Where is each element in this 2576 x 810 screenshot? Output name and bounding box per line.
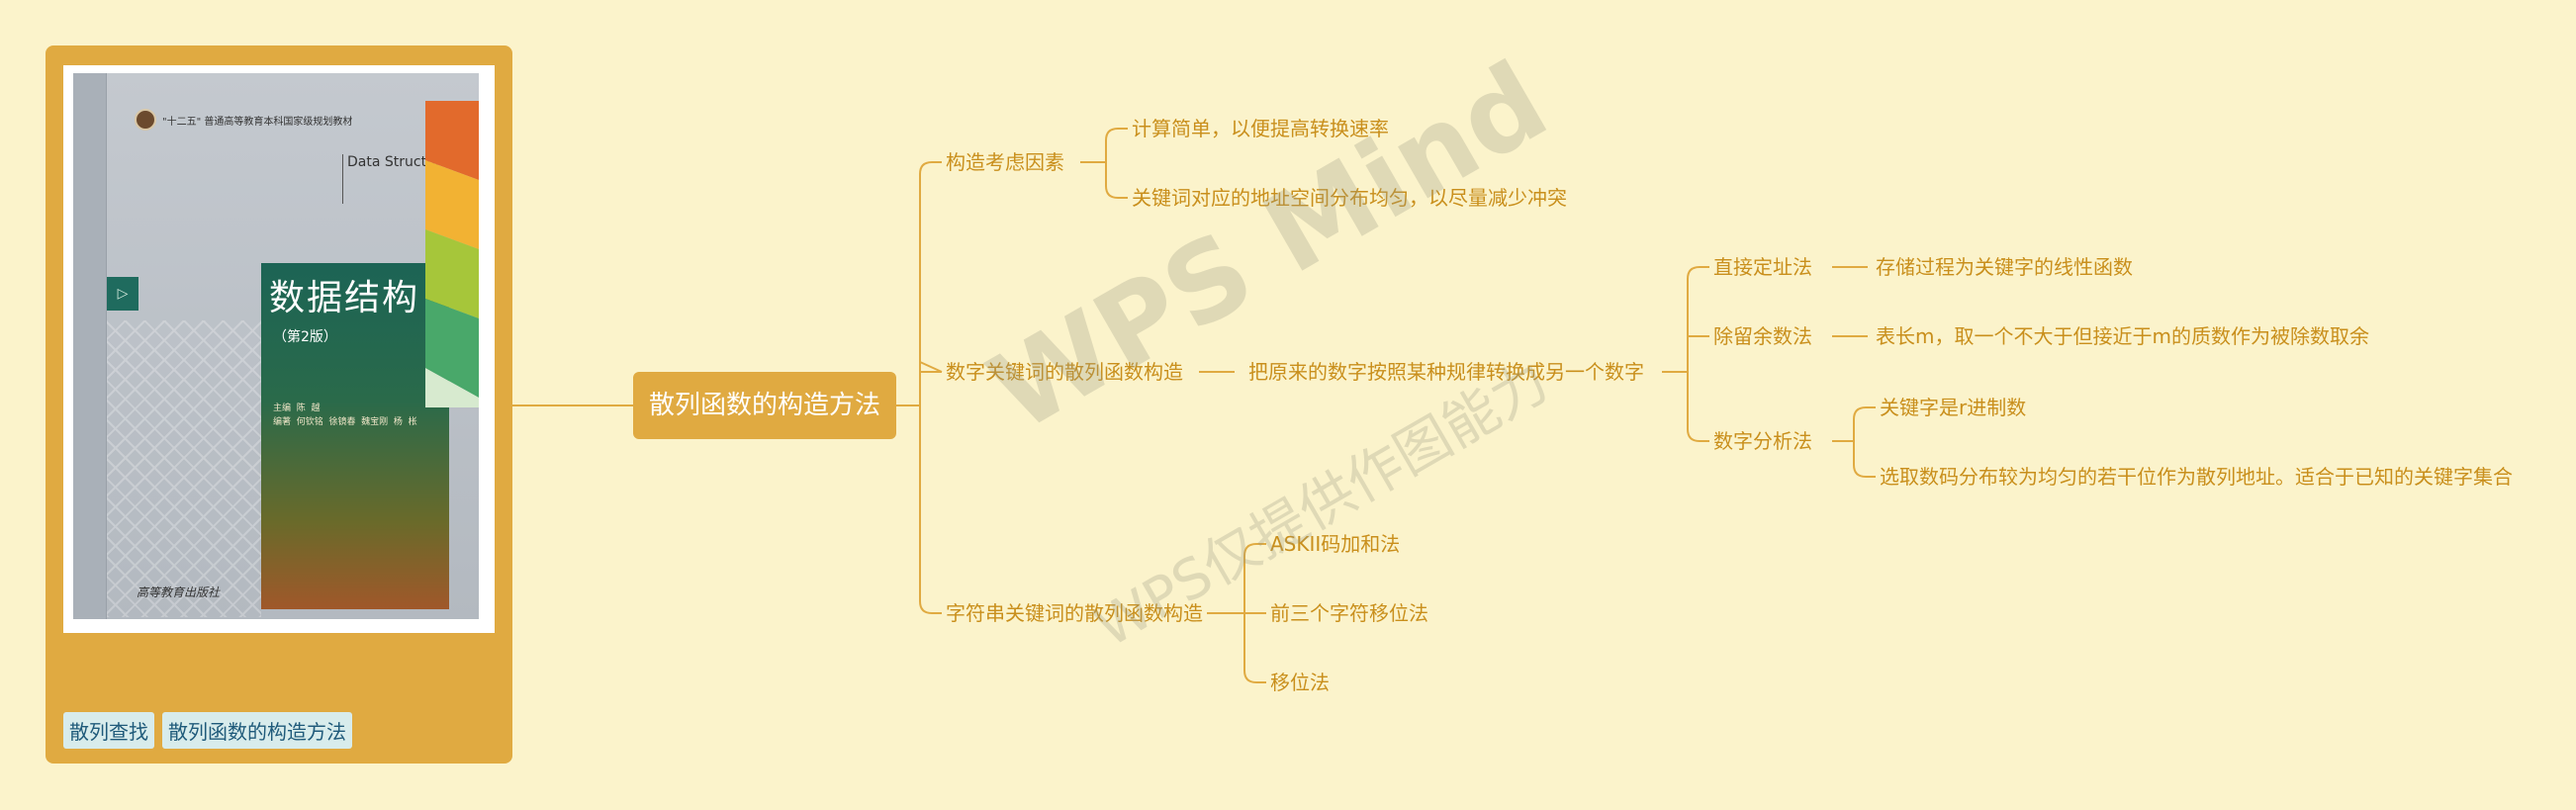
division-remainder-detail[interactable]: 表长m，取一个不大于但接近于m的质数作为被除数取余 bbox=[1876, 324, 2369, 348]
book-edition: （第2版） bbox=[273, 329, 337, 345]
method-division-remainder[interactable]: 除留余数法 bbox=[1713, 324, 1812, 348]
book-subtitle-en: Data Structure bbox=[342, 154, 449, 204]
spine-mark: ▷ bbox=[107, 277, 138, 311]
book-cover: ▷ "十二五" 普通高等教育本科国家级规划教材 Data Structure 数… bbox=[73, 73, 479, 619]
digit-analysis-selection[interactable]: 选取数码分布较为均匀的若干位作为散列地址。适合于已知的关键字集合 bbox=[1880, 465, 2513, 489]
factor-uniform-distribution[interactable]: 关键词对应的地址空间分布均匀，以尽量减少冲突 bbox=[1132, 186, 1567, 210]
string-method-shift[interactable]: 移位法 bbox=[1270, 671, 1330, 694]
book-spine bbox=[73, 73, 107, 619]
cover-color-stripe bbox=[425, 101, 479, 407]
factor-simple-computation[interactable]: 计算简单，以便提高转换速率 bbox=[1132, 117, 1389, 140]
book-series: "十二五" 普通高等教育本科国家级规划教材 bbox=[162, 117, 353, 128]
tag-hash-search[interactable]: 散列查找 bbox=[63, 712, 154, 749]
string-method-ascii-sum[interactable]: ASKII码加和法 bbox=[1270, 532, 1401, 556]
digit-analysis-radix[interactable]: 关键字是r进制数 bbox=[1880, 396, 2027, 419]
topic-tags: 散列查找 散列函数的构造方法 bbox=[63, 712, 352, 749]
tag-hash-function-construction[interactable]: 散列函数的构造方法 bbox=[162, 712, 352, 749]
method-digit-analysis[interactable]: 数字分析法 bbox=[1713, 429, 1812, 453]
root-topic[interactable]: 散列函数的构造方法 bbox=[633, 372, 896, 439]
book-authors: 主编 陈 越 编著 何钦铭 徐镜春 魏宝刚 杨 枨 bbox=[273, 404, 417, 427]
book-publisher: 高等教育出版社 bbox=[137, 585, 221, 599]
branch-numeric-key-hash[interactable]: 数字关键词的散列函数构造 bbox=[946, 360, 1183, 384]
numeric-key-description[interactable]: 把原来的数字按照某种规律转换成另一个数字 bbox=[1248, 360, 1644, 384]
topic-image-card[interactable]: ▷ "十二五" 普通高等教育本科国家级规划教材 Data Structure 数… bbox=[46, 45, 512, 764]
direct-addressing-detail[interactable]: 存储过程为关键字的线性函数 bbox=[1876, 255, 2133, 279]
method-direct-addressing[interactable]: 直接定址法 bbox=[1713, 255, 1812, 279]
branch-string-key-hash[interactable]: 字符串关键词的散列函数构造 bbox=[946, 601, 1203, 625]
branch-construction-factors[interactable]: 构造考虑因素 bbox=[946, 150, 1064, 174]
book-title-block: 数据结构 （第2版） 主编 陈 越 编著 何钦铭 徐镜春 魏宝刚 杨 枨 bbox=[261, 263, 449, 609]
publisher-emblem-icon bbox=[135, 109, 156, 131]
cover-pattern bbox=[107, 320, 261, 617]
book-title: 数据结构 bbox=[269, 278, 420, 318]
string-method-first-three-shift[interactable]: 前三个字符移位法 bbox=[1270, 601, 1428, 625]
book-cover-image: ▷ "十二五" 普通高等教育本科国家级规划教材 Data Structure 数… bbox=[63, 65, 495, 633]
